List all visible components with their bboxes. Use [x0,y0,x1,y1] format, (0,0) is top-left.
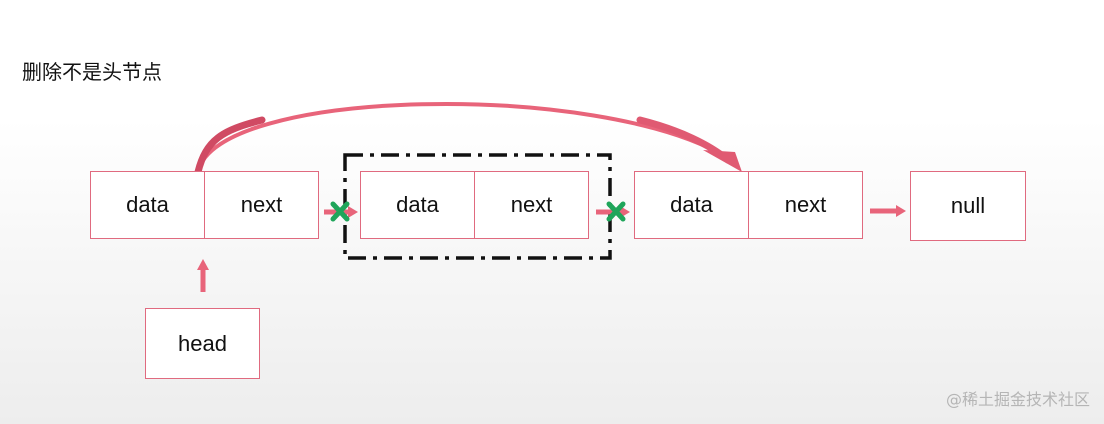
diagram-title: 删除不是头节点 [22,60,162,84]
bypass-curve-shadow [194,116,266,176]
bypass-arrowhead [703,150,742,172]
node-next-cell: next [204,171,319,239]
node-next-cell: next [748,171,863,239]
null-node: null [910,171,1026,241]
watermark: @稀土掘金技术社区 [945,390,1090,409]
node-data-cell: data [360,171,475,239]
node-data-cell: data [634,171,749,239]
cross-mark-icon [330,201,350,222]
node-data-cell: data [90,171,205,239]
cross-mark-icon [606,201,626,222]
head-pointer: head [145,308,260,379]
node-next-cell: next [474,171,589,239]
bypass-curve-arrow [196,102,730,173]
bypass-curve-thick-end [636,116,732,164]
